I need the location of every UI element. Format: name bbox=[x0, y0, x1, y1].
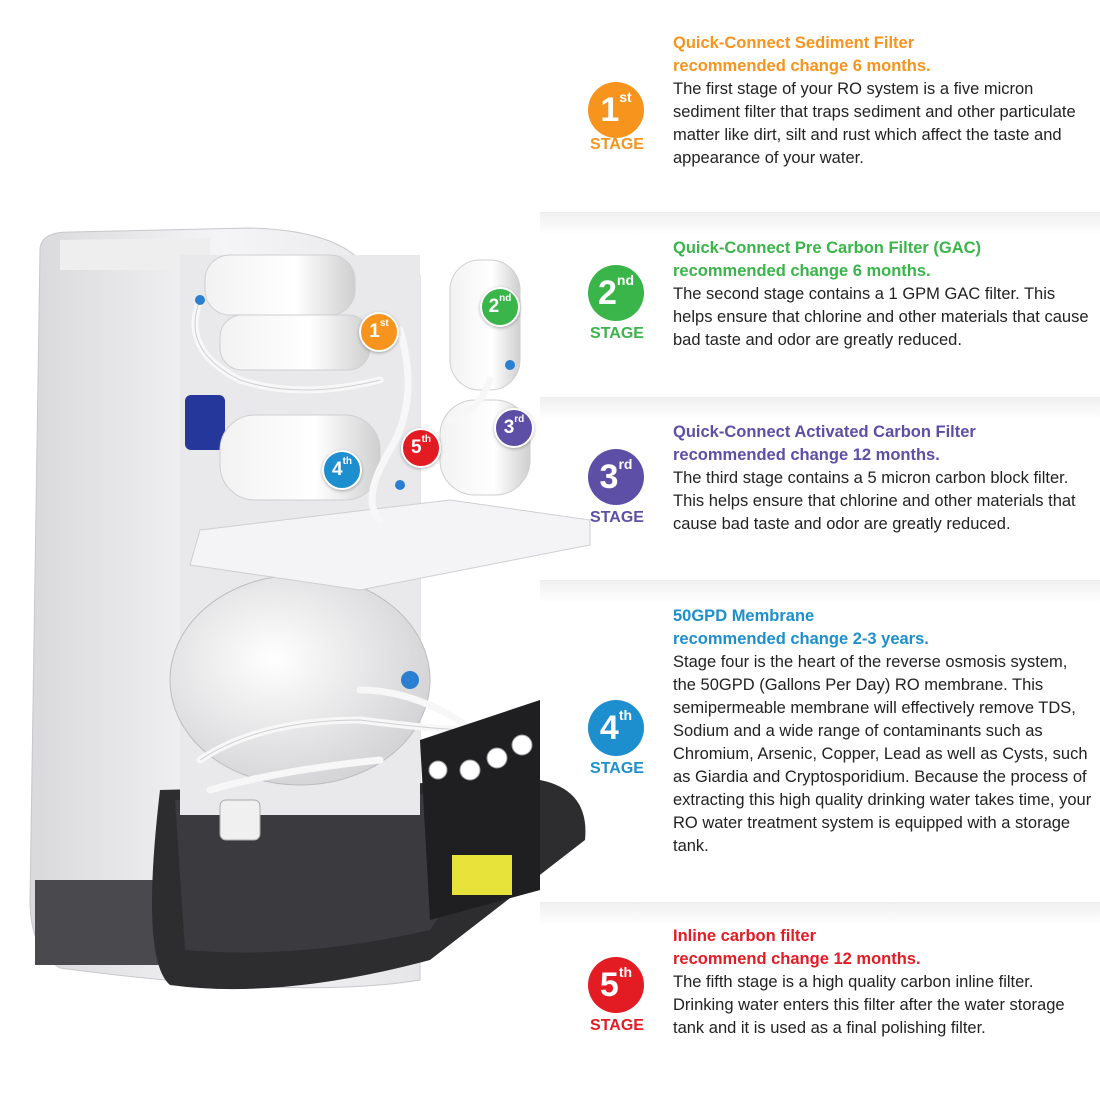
stage-3-title: Quick-Connect Activated Carbon Filter re… bbox=[673, 423, 976, 464]
stage-3-description: The third stage contains a 5 micron carb… bbox=[673, 469, 1076, 533]
divider bbox=[540, 212, 1100, 235]
divider bbox=[540, 902, 1100, 925]
fittings bbox=[195, 295, 515, 841]
stage-label: STAGE bbox=[590, 509, 644, 526]
stage-label: STAGE bbox=[590, 136, 644, 153]
stage-label: STAGE bbox=[590, 1017, 644, 1034]
stage-label: STAGE bbox=[590, 325, 644, 342]
stage-4-title: 50GPD Membrane recommended change 2-3 ye… bbox=[673, 607, 929, 648]
stage-2-title: Quick-Connect Pre Carbon Filter (GAC) re… bbox=[673, 239, 982, 280]
tubing-outline bbox=[194, 299, 471, 761]
filters bbox=[185, 254, 531, 501]
stage-5-description: The fifth stage is a high quality carbon… bbox=[673, 973, 1065, 1037]
stage-2-description: The second stage contains a 1 GPM GAC fi… bbox=[673, 285, 1089, 349]
stage-label: STAGE bbox=[590, 760, 644, 777]
shelf bbox=[189, 499, 591, 591]
divider bbox=[540, 397, 1100, 420]
stage-4-description: Stage four is the heart of the reverse o… bbox=[673, 653, 1092, 855]
stage-1-description: The first stage of your RO system is a f… bbox=[673, 80, 1076, 167]
stage-5-title: Inline carbon filter recommend change 12… bbox=[673, 927, 921, 968]
connector-bracket bbox=[420, 700, 540, 920]
ro-system-illustration bbox=[29, 227, 591, 990]
stage-1-title: Quick-Connect Sediment Filter recommende… bbox=[673, 34, 931, 75]
divider bbox=[540, 580, 1100, 603]
